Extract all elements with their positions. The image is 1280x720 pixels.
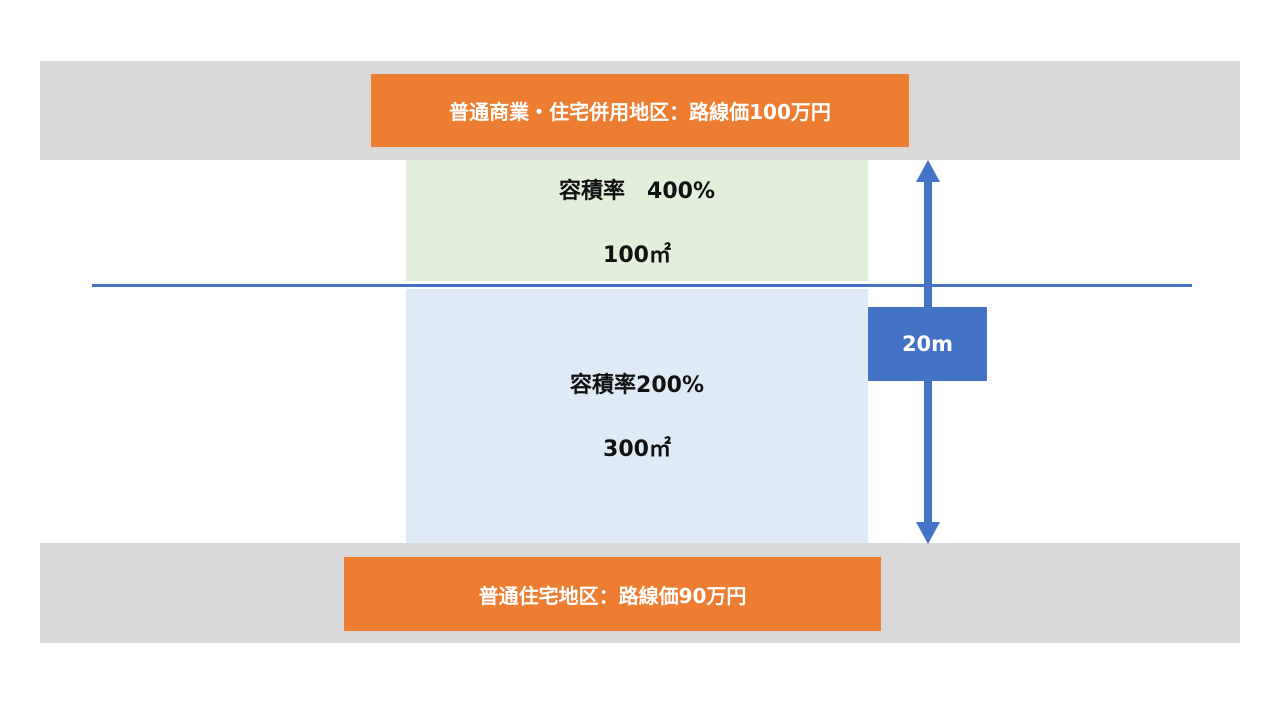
road-label-top-text: 普通商業・住宅併用地区：路線価100万円	[449, 100, 831, 124]
lower-zone-area: 容積率200% 300㎡	[406, 289, 868, 543]
zone-boundary-line	[92, 284, 1192, 287]
road-label-top: 普通商業・住宅併用地区：路線価100万円	[371, 74, 909, 147]
road-label-bottom-text: 普通住宅地区：路線価90万円	[478, 583, 747, 608]
depth-label-box: 20m	[868, 307, 987, 381]
lower-zone-ratio: 容積率200%	[570, 373, 704, 398]
upper-zone-ratio: 容積率 400%	[559, 179, 715, 204]
arrow-head-up	[916, 160, 940, 182]
upper-zone-area: 容積率 400% 100㎡	[406, 160, 868, 281]
upper-zone-size: 100㎡	[603, 243, 671, 268]
arrow-head-down	[916, 522, 940, 544]
lower-zone-size: 300㎡	[603, 437, 671, 462]
road-label-bottom: 普通住宅地区：路線価90万円	[344, 557, 881, 631]
depth-label: 20m	[901, 332, 954, 356]
